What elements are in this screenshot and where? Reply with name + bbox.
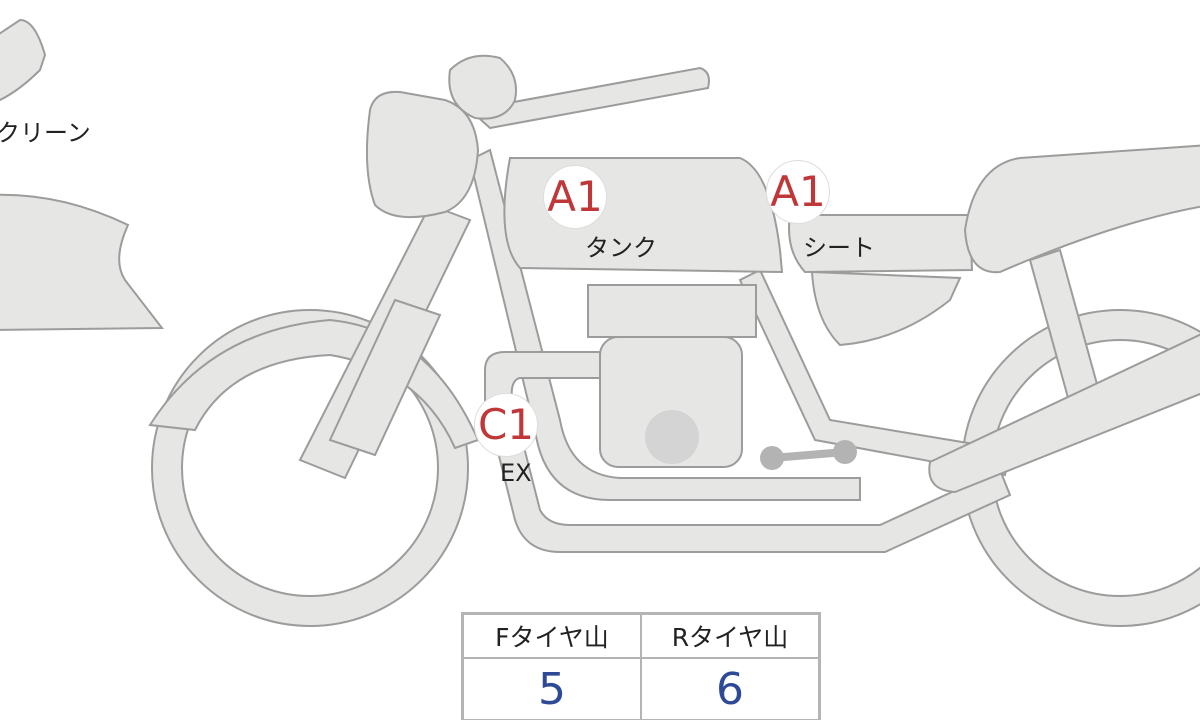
- screen-part: [0, 18, 47, 101]
- screen-label: クリーン: [0, 119, 91, 147]
- headlight: [365, 90, 480, 219]
- swingarm: [928, 333, 1200, 494]
- tire-tread-table: Fタイヤ山 Rタイヤ山 5 6: [461, 612, 821, 720]
- frame: [468, 148, 861, 501]
- air-cleaner: [587, 284, 757, 338]
- seat-label: シート: [803, 234, 875, 262]
- tank-condition-badge: A1: [543, 165, 607, 229]
- front-tire-value: 5: [461, 657, 642, 720]
- fork-tube: [328, 298, 442, 457]
- seat: [788, 214, 974, 274]
- tank-label: タンク: [585, 234, 657, 262]
- rear-tire-value: 6: [640, 657, 821, 720]
- exhaust-condition-badge: C1: [474, 393, 538, 457]
- handlebar: [467, 66, 710, 130]
- rear-cowl: [963, 144, 1200, 274]
- footrest: [760, 440, 857, 470]
- front-tire-header: Fタイヤ山: [461, 612, 642, 659]
- exhaust-pipe: [484, 351, 1012, 553]
- engine-block: [599, 336, 743, 468]
- cowl-part: [0, 193, 165, 331]
- meter: [448, 54, 517, 120]
- rear-tire-header: Rタイヤ山: [640, 612, 821, 659]
- exhaust-label: EX: [500, 459, 532, 487]
- side-cover: [810, 270, 962, 347]
- engine-cover: [645, 410, 699, 464]
- frame-rail: [738, 268, 1012, 477]
- seat-condition-badge: A1: [766, 160, 830, 224]
